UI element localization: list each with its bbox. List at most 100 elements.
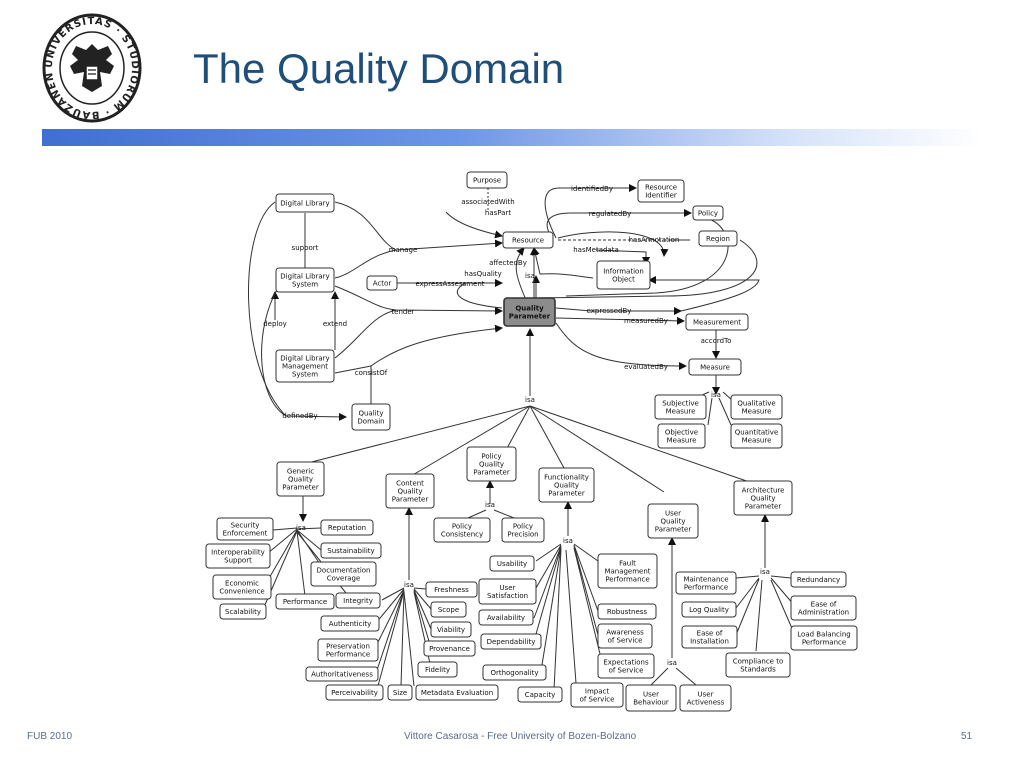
node-box: [205, 543, 271, 569]
eagle-emblem: [70, 44, 114, 92]
node-label: Administration: [798, 609, 849, 617]
node-label: Resource: [512, 237, 544, 245]
node-label: Purpose: [473, 177, 501, 185]
node-box: [688, 358, 742, 376]
node-label: Policy: [452, 523, 472, 531]
node-label: Information: [603, 268, 644, 276]
node-box: [275, 349, 335, 383]
node-box: [730, 394, 783, 420]
node-box: [212, 574, 272, 600]
node-box: [466, 171, 508, 189]
edge-architecture-children: [735, 575, 795, 652]
node-label: Scope: [438, 606, 459, 614]
node-box: [425, 581, 478, 598]
edge-label-isa-functionality: isa: [563, 537, 573, 545]
node-label: Policy: [513, 523, 533, 531]
node-robustness: Robustness: [597, 603, 657, 620]
edge-defined-dl: [248, 201, 347, 421]
node-label: Availability: [487, 614, 525, 622]
edge-io-resource: [531, 247, 594, 279]
node-availability: Availability: [478, 609, 534, 626]
node-label: Policy: [698, 210, 718, 218]
node-box: [730, 423, 783, 449]
node-box: [276, 461, 325, 497]
node-label: Security: [231, 522, 260, 530]
footer-left: FUB 2010: [27, 731, 73, 742]
node-label: Fault: [619, 560, 636, 568]
node-reputation: Reputation: [320, 519, 374, 536]
node-box: [637, 179, 685, 203]
node-box: [647, 503, 699, 539]
node-provenance: Provenance: [423, 640, 476, 657]
node-box: [430, 601, 467, 618]
node-box: [679, 684, 732, 712]
node-label: Expectations: [603, 659, 649, 667]
edge-consist-of: [334, 365, 372, 404]
node-label: Quality: [750, 495, 775, 503]
edge-functionality-children: [533, 543, 602, 691]
node-usability: Usability: [489, 555, 535, 572]
node-box: [570, 682, 624, 708]
node-box: [685, 313, 749, 331]
node-box: [790, 571, 847, 588]
node-label: Quantitative: [735, 429, 779, 437]
edge-user-children: [650, 667, 697, 686]
node-box: [597, 553, 658, 589]
node-label: Digital Library: [280, 273, 329, 281]
slide-title: The Quality Domain: [193, 45, 565, 92]
node-box: [698, 230, 738, 247]
edge-label-has-part: hasPart: [485, 209, 511, 217]
node-region: Region: [698, 230, 738, 247]
edge-tender-dls: [334, 285, 503, 315]
node-label: Standards: [740, 666, 776, 674]
node-label: Freshness: [434, 586, 469, 594]
node-label: Parameter: [282, 484, 319, 492]
node-box: [681, 601, 737, 618]
node-box: [625, 684, 677, 712]
edge-measured-by: [555, 316, 685, 325]
node-box: [466, 446, 517, 482]
node-size: Size: [387, 684, 413, 701]
node-box: [325, 684, 384, 701]
edge-content-children: [375, 587, 432, 694]
node-box: [310, 561, 377, 587]
node-label: Measure: [667, 437, 697, 445]
node-label: Region: [706, 235, 730, 243]
node-label: of Service: [609, 667, 644, 675]
node-label: Convenience: [219, 588, 264, 596]
node-label: Impact: [585, 688, 609, 696]
node-box: [275, 267, 335, 293]
node-label: Fidelity: [425, 666, 450, 674]
edge-label-evaluated-by: evaluatedBy: [624, 363, 668, 371]
edge-manage-dls: [334, 249, 397, 279]
node-label: Measure: [666, 408, 696, 416]
node-box: [538, 467, 595, 503]
node-label: Orthogonality: [490, 669, 538, 677]
node-box: [489, 555, 535, 572]
node-sustainability: Sustainability: [320, 542, 382, 559]
edge-label-has-annotation: hasAnnotation: [629, 236, 680, 244]
edge-label-isa-quality: isa: [525, 396, 535, 404]
node-resource: Resource: [502, 231, 554, 249]
node-label: Measure: [700, 364, 730, 372]
node-box: [597, 623, 653, 649]
node-actor: Actor: [366, 275, 398, 291]
node-box: [790, 625, 858, 651]
node-label: Quality: [515, 305, 544, 313]
node-label: Compliance to: [733, 658, 783, 666]
node-label: Measure: [742, 408, 772, 416]
node-label: User: [643, 691, 659, 699]
node-label: User: [500, 584, 516, 592]
edge-label-isa-architecture: isa: [760, 568, 770, 576]
node-label: Resource: [645, 184, 677, 192]
node-label: Ease of: [697, 630, 723, 638]
node-label: Interoperability: [211, 549, 265, 557]
node-redundancy: Redundancy: [790, 571, 847, 588]
node-label: Performance: [605, 576, 649, 584]
